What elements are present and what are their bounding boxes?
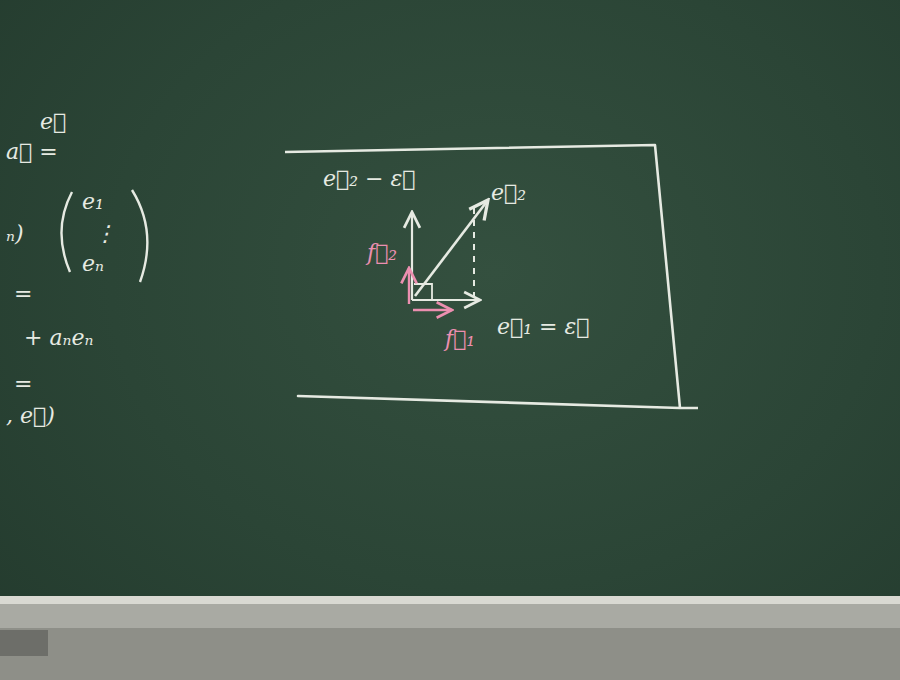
formula-fragment: + aₙeₙ bbox=[24, 326, 93, 350]
tray-front bbox=[0, 628, 900, 680]
eraser bbox=[0, 630, 48, 656]
formula-fragment: ⋮ bbox=[94, 222, 116, 246]
tray-edge bbox=[0, 596, 900, 604]
chalk-tray bbox=[0, 596, 900, 680]
vector-label: f⃗₁ bbox=[445, 327, 475, 351]
vertical-axis bbox=[411, 212, 413, 300]
right-angle-mark bbox=[414, 284, 432, 299]
formula-fragment: e⃗ bbox=[40, 110, 66, 134]
formula-fragment: e₁ bbox=[82, 190, 104, 214]
boxed-figure: e⃗₂ − ε⃗ e⃗₂ f⃗₂ f⃗₁ e⃗₁ = ε⃗ bbox=[285, 145, 690, 410]
frame-outline bbox=[285, 145, 698, 408]
vector-label: f⃗₂ bbox=[367, 241, 397, 265]
formula-fragment: eₙ bbox=[82, 252, 104, 276]
vector-label: e⃗₂ − ε⃗ bbox=[323, 167, 415, 191]
slanted-vector bbox=[415, 200, 488, 296]
formula-fragment: a⃗ = bbox=[6, 140, 58, 164]
formula-fragment: ₙ) bbox=[6, 222, 24, 246]
vector-label: e⃗₂ bbox=[491, 181, 526, 205]
formula-fragment: = bbox=[14, 282, 32, 306]
right-paren bbox=[132, 190, 147, 282]
projection-line bbox=[473, 208, 475, 296]
vector-label: e⃗₁ = ε⃗ bbox=[497, 315, 589, 339]
unit-vector-f1 bbox=[413, 309, 452, 311]
formula-fragment: = bbox=[14, 372, 32, 396]
left-paren bbox=[61, 192, 72, 272]
formula-fragment: , e⃗) bbox=[6, 404, 55, 428]
horizontal-axis bbox=[412, 299, 480, 301]
unit-vector-f2 bbox=[408, 268, 410, 304]
